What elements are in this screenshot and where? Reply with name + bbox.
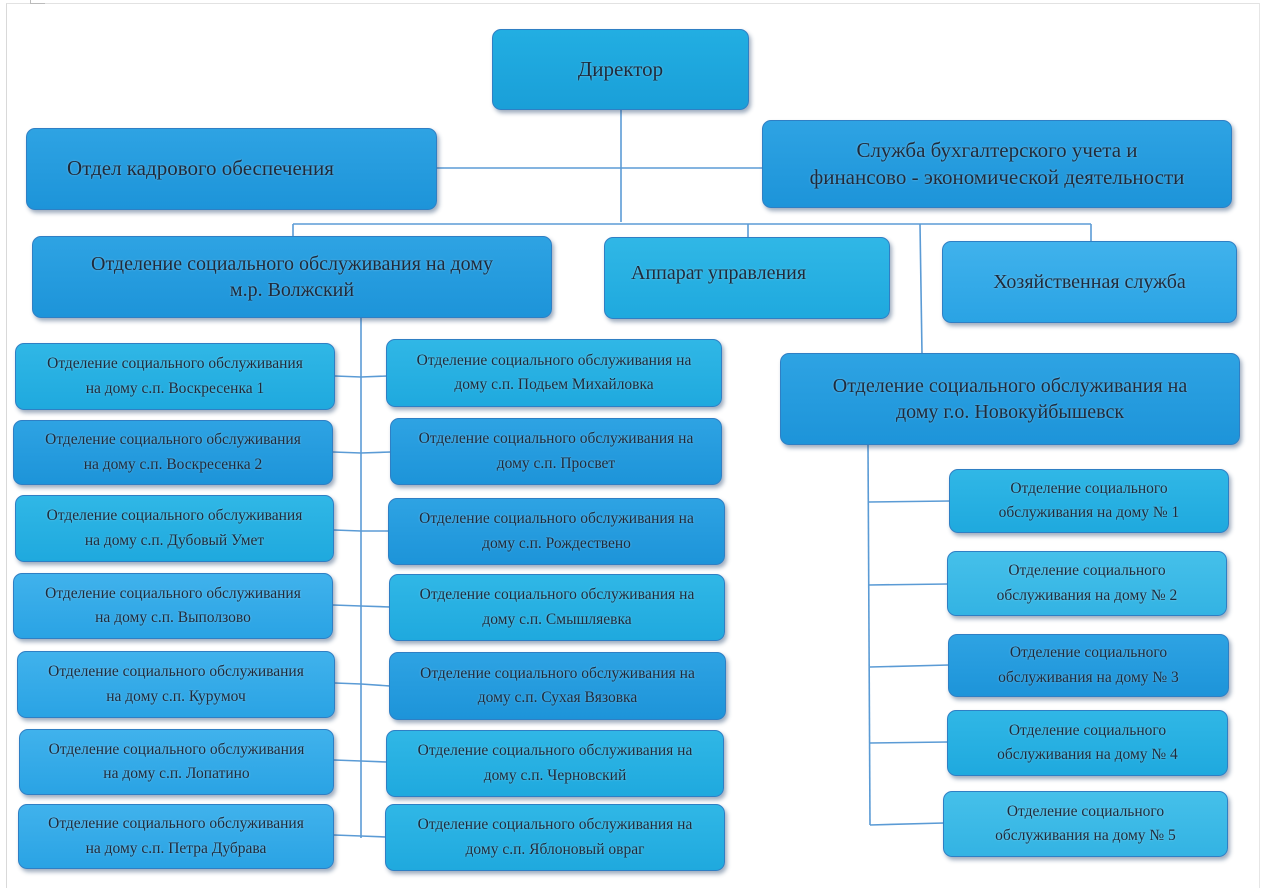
novokuybyshevsk-line-1: Отделение социального обслуживания на bbox=[832, 375, 1188, 397]
right-unit-box-1: Отделение социального обслуживания на до… bbox=[949, 469, 1229, 533]
document-frame bbox=[6, 3, 1260, 888]
unit-line-2: дому с.п. Просвет bbox=[496, 454, 616, 472]
unit-line-1: Отделение социального обслуживания на bbox=[419, 586, 695, 604]
accounting-service-box: Служба бухгалтерского учета и финансово … bbox=[762, 120, 1232, 208]
left-unit-box-5: Отделение социального обслуживания на до… bbox=[17, 651, 335, 718]
middle-unit-box-3: Отделение социального обслуживания на до… bbox=[388, 498, 725, 565]
unit-line-1: Отделение социального обслуживания на bbox=[419, 510, 694, 528]
unit-line-2: обслуживания на дому № 4 bbox=[997, 746, 1178, 763]
volzhsky-line-2: м.р. Волжский bbox=[229, 279, 355, 301]
unit-line-1: Отделение социального обслуживания bbox=[45, 584, 301, 602]
accounting-line-2: финансово - экономической деятельности bbox=[809, 165, 1185, 189]
unit-line-2: обслуживания на дому № 2 bbox=[996, 586, 1178, 604]
unit-line-1: Отделение социального bbox=[1009, 644, 1168, 662]
hr-department-box: Отдел кадрового обеспечения bbox=[26, 128, 437, 210]
connector-novo-trunk bbox=[867, 444, 871, 826]
unit-line-2: обслуживания на дому № 1 bbox=[998, 504, 1180, 521]
page-corner-mark bbox=[30, 0, 45, 4]
household-service-box: Хозяйственная служба bbox=[942, 241, 1237, 323]
unit-line-1: Отделение социального обслуживания на bbox=[417, 742, 693, 760]
unit-line-2: на дому с.п. Выползово bbox=[95, 609, 251, 626]
unit-line-2: дому с.п. Сухая Вязовка bbox=[477, 689, 638, 706]
unit-line-1: Отделение социального обслуживания bbox=[48, 663, 304, 681]
unit-line-2: на дому с.п. Воскресенка 2 bbox=[83, 455, 263, 473]
unit-line-1: Отделение социального обслуживания на bbox=[420, 664, 695, 682]
volzhsky-department-box: Отделение социального обслуживания на до… bbox=[32, 236, 552, 318]
left-unit-box-3: Отделение социального обслуживания на до… bbox=[15, 495, 334, 562]
accounting-line-1: Служба бухгалтерского учета и bbox=[856, 137, 1138, 162]
unit-line-2: дому с.п. Черновский bbox=[483, 766, 627, 784]
director-box: Директор bbox=[492, 29, 749, 110]
left-unit-box-6: Отделение социального обслуживания на до… bbox=[19, 729, 334, 795]
unit-line-2: дому с.п. Яблоновый овраг bbox=[465, 840, 645, 858]
right-unit-box-5: Отделение социального обслуживания на до… bbox=[943, 791, 1228, 857]
right-unit-box-2: Отделение социального обслуживания на до… bbox=[947, 551, 1227, 616]
unit-line-2: на дому с.п. Лопатино bbox=[103, 765, 250, 782]
hr-department-label: Отдел кадрового обеспечения bbox=[67, 156, 334, 181]
management-apparatus-box: Аппарат управления bbox=[604, 237, 890, 319]
volzhsky-line-1: Отделение социального обслуживания на до… bbox=[91, 253, 493, 275]
unit-line-1: Отделение социального обслуживания на bbox=[416, 351, 692, 369]
right-unit-box-4: Отделение социального обслуживания на до… bbox=[947, 710, 1228, 776]
unit-line-1: Отделение социального bbox=[1008, 721, 1167, 739]
middle-unit-box-6: Отделение социального обслуживания на до… bbox=[386, 730, 724, 797]
middle-unit-box-1: Отделение социального обслуживания на до… bbox=[386, 339, 722, 407]
unit-line-2: на дому с.п. Курумоч bbox=[106, 687, 246, 705]
unit-line-2: на дому с.п. Петра Дубрава bbox=[85, 839, 267, 857]
unit-line-2: на дому с.п. Дубовый Умет bbox=[84, 531, 265, 549]
middle-unit-box-5: Отделение социального обслуживания на до… bbox=[389, 652, 726, 720]
unit-line-1: Отделение социального обслуживания на bbox=[417, 816, 693, 834]
household-label: Хозяйственная служба bbox=[993, 271, 1186, 293]
unit-line-1: Отделение социального обслуживания bbox=[48, 815, 304, 833]
connector-to-novokuybyshevsk bbox=[919, 223, 923, 355]
middle-unit-box-4: Отделение социального обслуживания на до… bbox=[389, 574, 725, 641]
unit-line-1: Отделение социального обслуживания bbox=[47, 355, 303, 373]
unit-line-2: дому с.п. Рождествено bbox=[482, 534, 631, 552]
unit-line-1: Отделение социального bbox=[1010, 479, 1168, 497]
director-label: Директор bbox=[577, 56, 664, 81]
unit-line-2: дому с.п. Подьем Михайловка bbox=[454, 376, 654, 393]
unit-line-1: Отделение социального обслуживания bbox=[48, 740, 305, 758]
middle-unit-box-2: Отделение социального обслуживания на до… bbox=[390, 418, 722, 485]
left-unit-box-7: Отделение социального обслуживания на до… bbox=[18, 804, 334, 869]
management-label: Аппарат управления bbox=[631, 262, 807, 284]
left-unit-box-2: Отделение социального обслуживания на до… bbox=[13, 420, 333, 485]
novokuybyshevsk-department-box: Отделение социального обслуживания на до… bbox=[780, 353, 1240, 445]
right-unit-box-3: Отделение социального обслуживания на до… bbox=[948, 634, 1229, 697]
unit-line-2: обслуживания на дому № 5 bbox=[995, 827, 1176, 844]
unit-line-2: обслуживания на дому № 3 bbox=[998, 668, 1179, 686]
unit-line-1: Отделение социального bbox=[1006, 802, 1165, 820]
unit-line-1: Отделение социального обслуживания на bbox=[418, 430, 694, 448]
left-unit-box-1: Отделение социального обслуживания на до… bbox=[15, 343, 335, 410]
middle-unit-box-7: Отделение социального обслуживания на до… bbox=[385, 804, 725, 871]
unit-line-1: Отделение социального обслуживания bbox=[45, 431, 301, 449]
unit-line-1: Отделение социального обслуживания bbox=[46, 507, 303, 525]
unit-line-2: на дому с.п. Воскресенка 1 bbox=[85, 379, 265, 397]
left-unit-box-4: Отделение социального обслуживания на до… bbox=[13, 573, 333, 639]
novokuybyshevsk-line-2: дому г.о. Новокуйбышевск bbox=[895, 401, 1125, 423]
unit-line-1: Отделение социального bbox=[1008, 562, 1166, 580]
unit-line-2: дому с.п. Смышляевка bbox=[482, 610, 632, 628]
